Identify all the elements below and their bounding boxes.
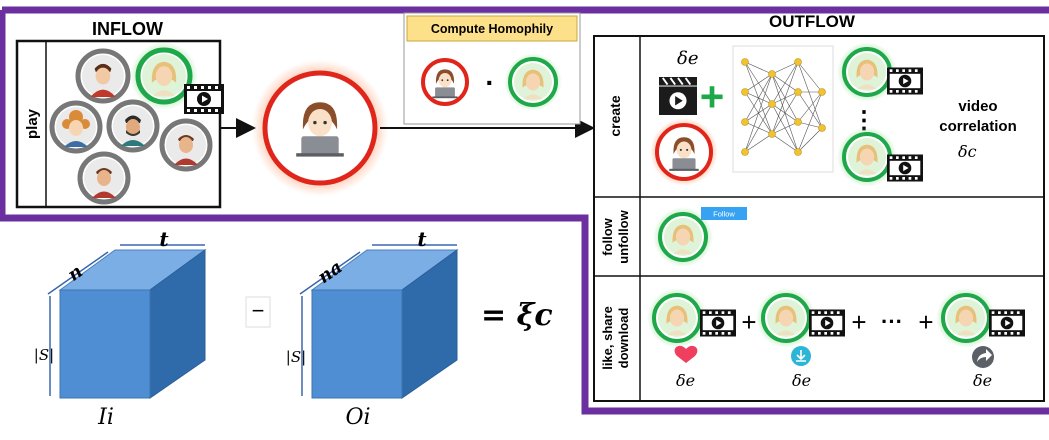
user-avatar-green: [130, 42, 198, 110]
outflow-row-like-1: like, share: [600, 306, 615, 370]
follow-button[interactable]: Follow: [701, 207, 747, 220]
outflow-title: OUTFLOW: [769, 12, 856, 31]
engage-plus-1: +: [741, 307, 756, 337]
user-avatar-3: [106, 99, 160, 153]
user-avatar-5: [77, 151, 131, 205]
right-cube-height-label: |S|: [286, 348, 306, 366]
user-avatar-2: [49, 100, 103, 154]
create-delta-c: δc: [958, 142, 977, 161]
follow-button-label: Follow: [713, 210, 735, 219]
left-cube-height-label: |S|: [34, 346, 54, 364]
engage-avatar-3: [936, 288, 996, 348]
right-cube-top-label: t: [417, 227, 427, 251]
engage-avatar-1: [647, 288, 707, 348]
engage-delta-3: δe: [973, 371, 992, 390]
homophily-label: Compute Homophily: [431, 22, 553, 36]
heart-icon: [674, 345, 698, 363]
active-user: [252, 60, 388, 196]
inflow-row-label: play: [24, 108, 41, 139]
video-icon-engage-3: [989, 309, 1025, 337]
video-icon-engage-2: [809, 309, 845, 337]
follow-avatar: [653, 207, 713, 267]
create-plus: +: [700, 73, 725, 120]
engage-plus-3: +: [918, 307, 933, 337]
user-avatar-1: [75, 48, 131, 104]
user-avatar-4: [159, 118, 213, 172]
recipient-avatar-bottom: [837, 127, 897, 187]
video-icon-engage-1: [700, 309, 736, 337]
minus-box: [245, 296, 271, 328]
tensor-cube-left: [47, 244, 207, 399]
download-icon: [791, 346, 811, 366]
outflow-row-follow-2: unfollow: [616, 209, 631, 263]
video-correlation-line1: video: [958, 98, 997, 115]
minus-sign: −: [252, 298, 265, 323]
tensor-cube-right: [299, 244, 459, 399]
video-correlation-line2: correlation: [939, 118, 1017, 135]
engage-plus-2: +: [851, 307, 866, 337]
inflow-title: INFLOW: [92, 19, 163, 39]
video-icon-inflow: [184, 84, 224, 114]
purple-frame: [0, 10, 1049, 415]
equation-result: = ξc: [481, 298, 553, 333]
recipient-avatar-top: [837, 42, 897, 102]
neural-network-icon: [732, 45, 834, 173]
left-cube-top-label: t: [159, 227, 169, 251]
creator-avatar: [650, 118, 718, 186]
engage-ellipsis: ···: [881, 309, 903, 334]
outflow-row-follow-1: follow: [600, 217, 615, 255]
clapboard-icon: [658, 77, 698, 115]
left-cube-name: Ii: [97, 405, 114, 430]
share-icon: [972, 346, 994, 368]
homophily-box: Compute Homophily ·: [403, 12, 581, 125]
video-icon-bottom: [887, 154, 923, 182]
video-icon-top: [887, 67, 923, 95]
outflow-row-create: create: [607, 95, 623, 136]
engage-delta-1: δe: [676, 371, 695, 390]
outflow-row-like-2: download: [616, 308, 631, 369]
create-delta-e: δe: [677, 48, 699, 69]
engage-avatar-2: [756, 288, 816, 348]
engage-delta-2: δe: [792, 371, 811, 390]
homophily-operator: ·: [485, 67, 494, 98]
right-cube-name: Oi: [345, 405, 370, 430]
